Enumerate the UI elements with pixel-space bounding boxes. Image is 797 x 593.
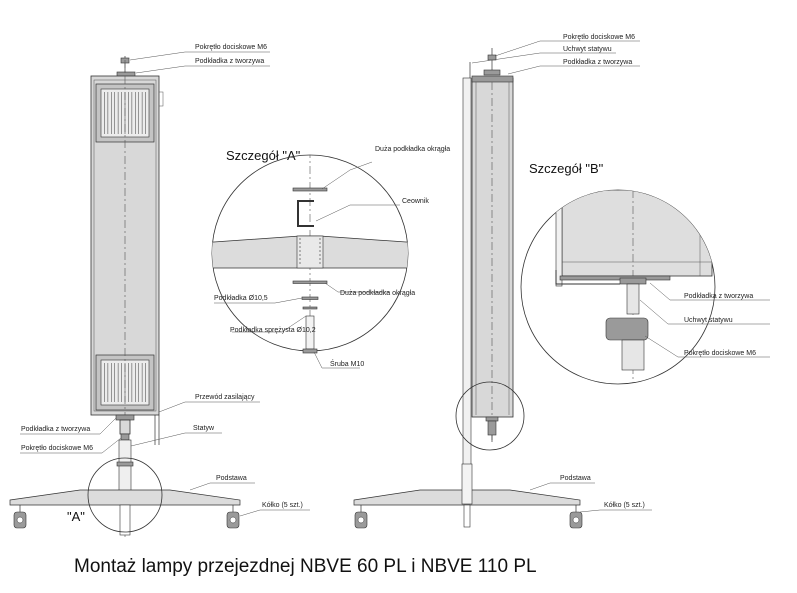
label-pad-top-left: Podkładka z tworzywa [195,58,264,65]
label-stand-holder-b: Uchwyt statywu [684,317,733,324]
label-knob-bottom-left: Pokrętło dociskowe M6 [21,445,93,452]
wheel-left-1 [13,505,27,529]
detail-b: Szczegół "B" Podkładka z tworzywa Uchwyt… [520,161,770,385]
spring-washer [302,306,318,310]
stand-pole-right [462,77,472,491]
left-lamp-view: Pokrętło dociskowe M6 Podkładka z tworzy… [9,44,310,540]
detail-a-marker-circle [87,457,163,533]
detail-a-heading: Szczegół "A" [226,148,301,163]
label-bolt: Śruba M10 [330,359,364,368]
detail-a: Szczegół "A" Duża podkładka okrągła Ceow… [211,146,450,369]
large-washer-top [292,187,328,192]
wheel-right-2 [569,505,583,529]
wheel-left-2 [226,505,240,529]
wheel-right-1 [354,505,368,529]
base-left [9,489,241,506]
label-base-right: Podstawa [560,475,591,482]
washer-105 [301,296,319,300]
channel-profile [297,200,314,227]
label-spring-washer: Podkładka sprężysta Ø10,2 [230,327,316,334]
label-knob-top-right: Pokrętło dociskowe M6 [563,34,635,41]
label-stand-holder-right: Uchwyt statywu [563,46,612,53]
label-washer-105: Podkładka Ø10,5 [214,295,268,302]
detail-b-heading: Szczegół "B" [529,161,604,176]
label-wheels-left: Kółko (5 szt.) [262,502,303,509]
label-pad-bottom-left: Podkładka z tworzywa [21,426,90,433]
label-channel: Ceownik [402,198,429,205]
right-lamp-view: Pokrętło dociskowe M6 Uchwyt statywu Pod… [353,34,652,529]
drawing-title: Montaż lampy przejezdnej NBVE 60 PL i NB… [74,556,537,577]
label-large-washer-top: Duża podkładka okrągła [375,146,450,153]
label-base-left: Podstawa [216,475,247,482]
label-knob-top-left: Pokrętło dociskowe M6 [195,44,267,51]
large-washer-bottom [292,280,328,284]
label-pad-b: Podkładka z tworzywa [684,293,753,300]
label-detail-a-marker: "A" [67,509,85,524]
detail-b-marker-circle [455,381,525,451]
label-stand: Statyw [193,425,215,432]
label-knob-b: Pokrętło dociskowe M6 [684,350,756,357]
label-large-washer-bottom: Duża podkładka okrągła [340,290,415,297]
label-power-cord: Przewód zasilający [195,394,255,401]
label-wheels-right: Kółko (5 szt.) [604,502,645,509]
knob-top-left [116,56,136,78]
lamp-housing-right [471,77,514,418]
label-pad-top-right: Podkładka z tworzywa [563,59,632,66]
